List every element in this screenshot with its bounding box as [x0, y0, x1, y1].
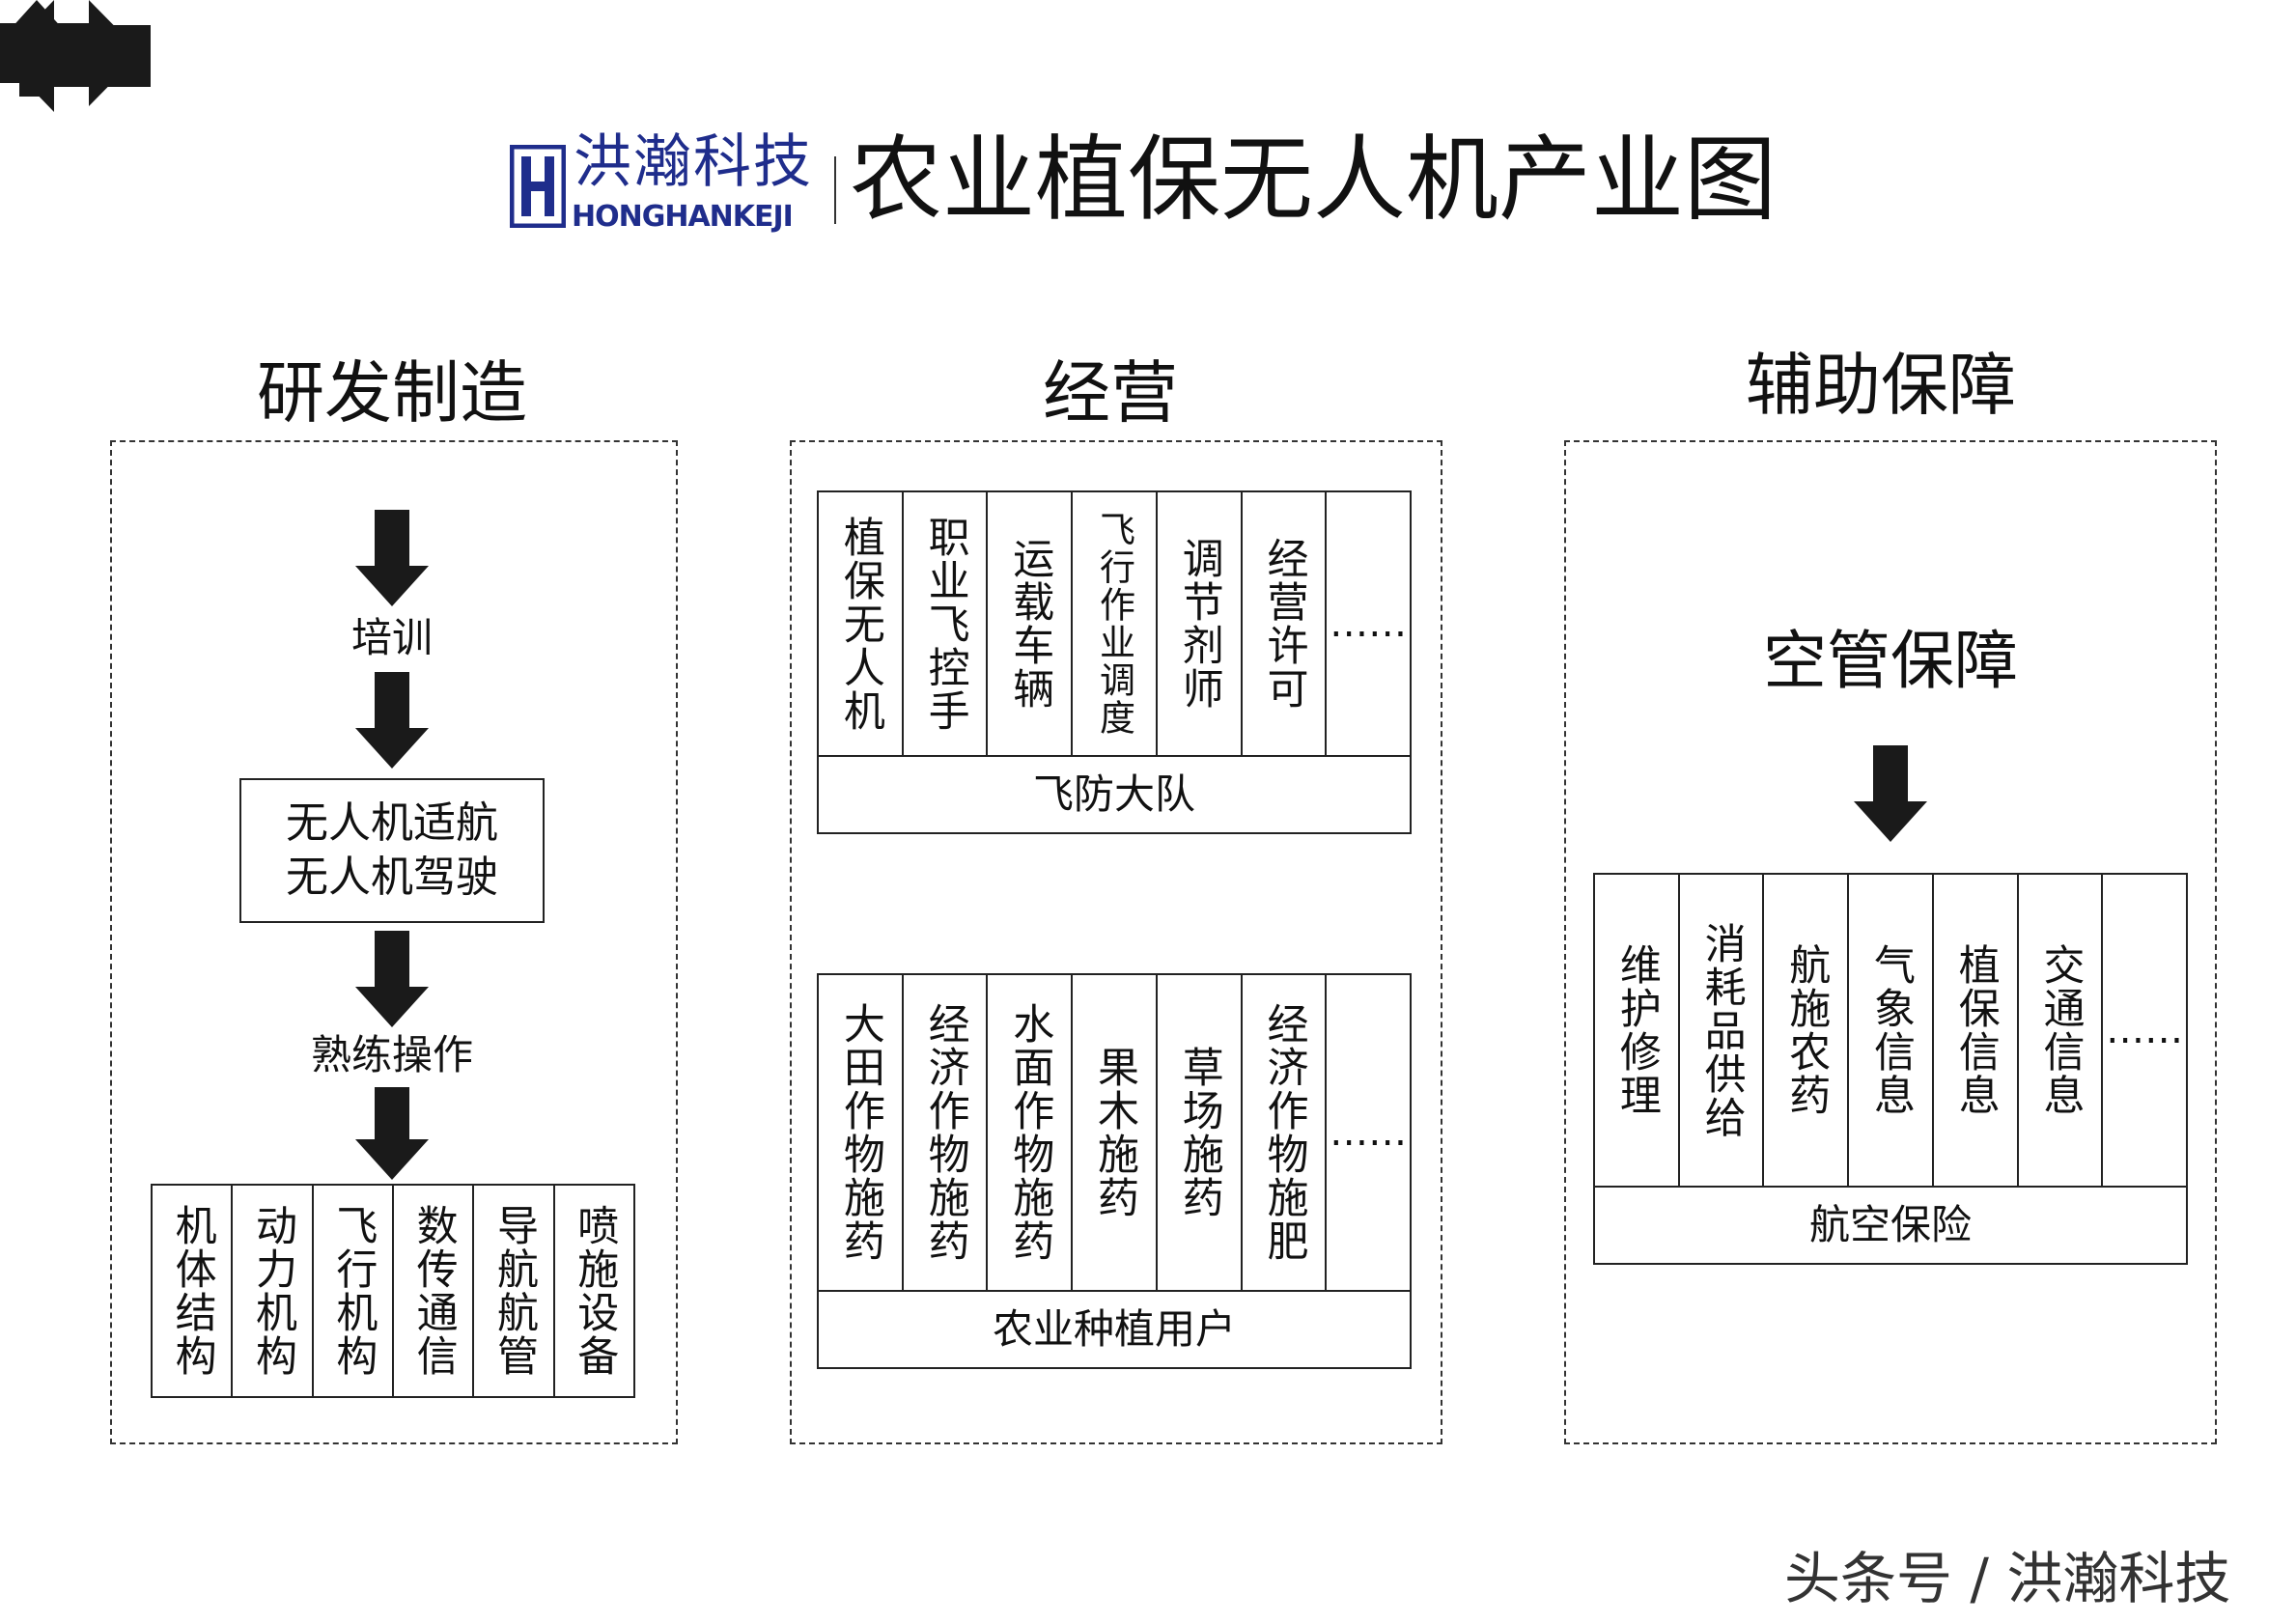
flight-team-grid: 植保无人机 职业飞控手 运载车辆 飞行作业调度 调节剂师 经营许可 …… 飞防大… [817, 490, 1412, 834]
arrow-down-icon [355, 931, 429, 1027]
rd-container [110, 440, 678, 1444]
flight-team-cell: 飞行作业调度 [1073, 492, 1158, 755]
component-cell: 飞行机构 [314, 1186, 394, 1396]
components-grid: 机体结构 动力机构 飞行机构 数传通信 导航航管 喷施设备 [151, 1184, 635, 1398]
support-service-cell: 植保信息 [1934, 875, 2019, 1186]
support-services-grid: 维护修理 消耗品供给 航施农药 气象信息 植保信息 交通信息 …… 航空保险 [1593, 873, 2188, 1265]
component-cell: 动力机构 [233, 1186, 314, 1396]
farm-users-label: 农业种植用户 [819, 1290, 1410, 1367]
company-logo-pinyin: HONGHANKEJI [572, 200, 794, 234]
farm-user-cell: 草场施药 [1158, 975, 1243, 1290]
farm-user-cell: 果木施药 [1073, 975, 1158, 1290]
component-cell: 数传通信 [394, 1186, 475, 1396]
ops-container [790, 440, 1442, 1444]
company-logo-name: 洪瀚科技 [574, 128, 813, 196]
component-cell: 机体结构 [153, 1186, 234, 1396]
section-title-support: 辅助保障 [1746, 346, 2016, 425]
farm-user-cell: 经济作物施药 [904, 975, 989, 1290]
support-container [1564, 440, 2217, 1444]
support-service-cell: 维护修理 [1595, 875, 1680, 1186]
certification-pilot: 无人机驾驶 [286, 853, 498, 902]
flight-team-cell: 经营许可 [1243, 492, 1328, 755]
farm-user-cell: 大田作物施药 [819, 975, 904, 1290]
section-title-rd: 研发制造 [257, 353, 527, 433]
arrow-up-icon [0, 0, 73, 203]
support-service-cell: 交通信息 [2019, 875, 2104, 1186]
step-proficiency: 熟练操作 [310, 1031, 473, 1078]
flight-team-cell: …… [1330, 602, 1408, 646]
section-title-ops: 经营 [1043, 353, 1178, 433]
flight-team-label: 飞防大队 [819, 755, 1410, 832]
support-service-cell: 气象信息 [1849, 875, 1934, 1186]
page-title: 农业植保无人机产业图 [850, 126, 1777, 234]
watermark: 头条号 / 洪瀚科技 [1784, 1546, 2231, 1611]
arrow-left-icon [0, 0, 151, 315]
farm-user-cell: 水面作物施药 [988, 975, 1074, 1290]
arrow-down-icon [355, 672, 429, 769]
flight-team-cell: 职业飞控手 [904, 492, 989, 755]
company-logo-mark [510, 145, 566, 228]
arrow-down-icon [355, 510, 429, 606]
step-training: 培训 [350, 614, 433, 661]
farm-user-cell: …… [1330, 1110, 1408, 1155]
arrow-down-icon [355, 1087, 429, 1180]
title-separator [834, 156, 836, 224]
farm-users-grid: 大田作物施药 经济作物施药 水面作物施药 果木施药 草场施药 经济作物施肥 ……… [817, 973, 1412, 1369]
support-service-cell: …… [2106, 1008, 2184, 1052]
component-cell: 导航航管 [474, 1186, 555, 1396]
certification-airworthiness: 无人机适航 [286, 798, 498, 848]
flight-team-cell: 运载车辆 [988, 492, 1074, 755]
support-service-cell: 航施农药 [1764, 875, 1850, 1186]
support-service-cell: 消耗品供给 [1680, 875, 1765, 1186]
arrow-down-icon [1854, 745, 1927, 842]
farm-user-cell: 经济作物施肥 [1243, 975, 1328, 1290]
component-cell: 喷施设备 [570, 1204, 619, 1378]
flight-team-cell: 植保无人机 [819, 492, 904, 755]
atc-support-label: 空管保障 [1763, 624, 2018, 698]
aviation-insurance-label: 航空保险 [1595, 1186, 2186, 1263]
certification-box: 无人机适航 无人机驾驶 [239, 778, 545, 923]
flight-team-cell: 调节剂师 [1158, 492, 1243, 755]
